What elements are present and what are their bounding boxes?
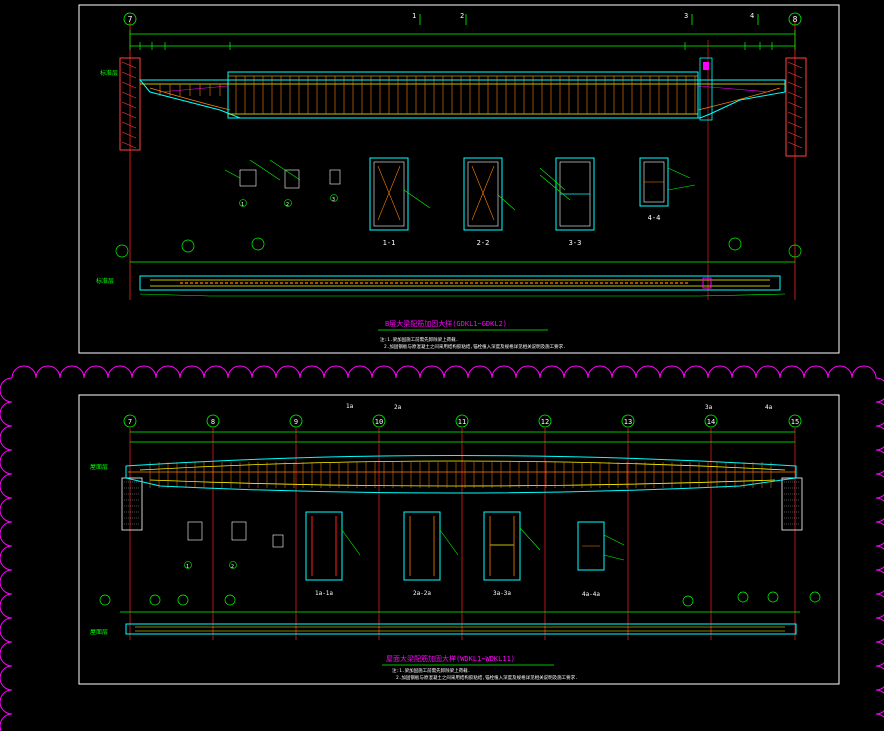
level-label: 标准层 bbox=[100, 69, 118, 77]
axis-bubble bbox=[372, 414, 386, 428]
axis-bubble bbox=[704, 414, 718, 428]
top-panel: 7 8 1 2 3 4 bbox=[78, 4, 840, 354]
section-mark: 2a bbox=[394, 404, 402, 411]
section-1a: 1a-1a bbox=[305, 511, 361, 597]
axis-bubble bbox=[206, 414, 220, 428]
section-3: 3-3 bbox=[539, 157, 595, 247]
axis-label: 15 bbox=[791, 418, 799, 426]
axis-label: 12 bbox=[541, 418, 549, 426]
note-line: 2.加固钢板与原混凝土之间采用结构胶粘结,锚栓植入深度及规格详见相关说明及施工要… bbox=[396, 674, 578, 681]
section-label: 2a-2a bbox=[413, 590, 431, 597]
section-mark: 1 bbox=[412, 12, 416, 20]
detail-label: 2 bbox=[231, 564, 234, 570]
section-3a: 3a-3a bbox=[483, 511, 541, 597]
axis-bubble bbox=[123, 414, 137, 428]
section-4a: 4a-4a bbox=[577, 521, 625, 598]
axis-label: 11 bbox=[458, 418, 466, 426]
beam-plan bbox=[120, 611, 800, 635]
section-mark: 4a bbox=[765, 404, 773, 411]
axis-label: 14 bbox=[707, 418, 715, 426]
bottom-panel-frame bbox=[78, 394, 840, 685]
wall-right bbox=[785, 57, 807, 157]
section-1: 1-1 bbox=[369, 157, 431, 247]
note-line: 2.加固钢板与原混凝土之间采用结构胶粘结,锚栓植入深度及规格详见相关说明及施工要… bbox=[384, 343, 566, 350]
axis-label: 7 bbox=[128, 418, 132, 426]
section-label: 3a-3a bbox=[493, 590, 511, 597]
beam-elevation bbox=[138, 71, 786, 119]
section-mark: 4 bbox=[750, 12, 754, 20]
axis-label: 10 bbox=[375, 418, 383, 426]
axis-label: 7 bbox=[128, 15, 133, 24]
axis-bubble bbox=[621, 414, 635, 428]
level-label: 标准层 bbox=[96, 277, 114, 285]
axis-label: 8 bbox=[211, 418, 215, 426]
axis-bubble: 7 bbox=[123, 12, 137, 26]
section-2a: 2a-2a bbox=[403, 511, 459, 597]
top-panel-frame bbox=[78, 4, 840, 354]
axis-label: 8 bbox=[793, 15, 798, 24]
level-label: 屋面层 bbox=[90, 629, 108, 636]
section-label: 4-4 bbox=[648, 214, 661, 222]
axis-label: 9 bbox=[294, 418, 298, 426]
note-line: 注:1.梁加固施工前需先卸除梁上荷载. bbox=[380, 336, 458, 343]
note-line: 注:1.梁加固施工前需先卸除梁上荷载. bbox=[392, 667, 470, 674]
axis-bubble: 8 bbox=[788, 12, 802, 26]
section-mark: 3a bbox=[705, 404, 713, 411]
column-left bbox=[121, 477, 143, 531]
axis-label: 13 bbox=[624, 418, 632, 426]
section-4: 4-4 bbox=[639, 157, 696, 222]
axis-bubble bbox=[788, 414, 802, 428]
detail-label: 1 bbox=[186, 564, 189, 570]
section-label: 2-2 bbox=[477, 239, 490, 247]
column-right bbox=[781, 477, 803, 531]
beam-elevation bbox=[125, 455, 797, 494]
section-mark: 2 bbox=[460, 12, 464, 20]
wall-left bbox=[119, 57, 141, 151]
detail-label: 3 bbox=[332, 197, 335, 203]
detail-label: 2 bbox=[286, 202, 289, 208]
section-label: 1-1 bbox=[383, 239, 396, 247]
section-mark: 3 bbox=[684, 12, 688, 20]
section-mark: 1a bbox=[346, 403, 354, 410]
level-label: 屋面层 bbox=[90, 464, 108, 471]
bottom-panel: 7 8 9 10 11 12 13 14 15 1a 2a 3a 4a 屋面层 1 2 bbox=[78, 394, 840, 685]
detail-label: 1 bbox=[241, 202, 244, 208]
section-label: 3-3 bbox=[569, 239, 582, 247]
section-label: 4a-4a bbox=[582, 591, 600, 598]
beam-plan bbox=[130, 261, 795, 297]
axis-bubble bbox=[289, 414, 303, 428]
stirrup-group bbox=[149, 462, 772, 488]
stirrup-group bbox=[159, 76, 696, 114]
drawing-title: 屋面大梁配筋加固大样(WDKL1~WDKL11) bbox=[386, 654, 515, 663]
axis-bubble bbox=[538, 414, 552, 428]
drawing-title: B层大梁配筋加固大样(GDKL1~GDKL2) bbox=[385, 319, 507, 328]
section-2: 2-2 bbox=[463, 157, 516, 247]
axis-bubble bbox=[455, 414, 469, 428]
revision-cloud bbox=[0, 365, 884, 731]
section-label: 1a-1a bbox=[315, 590, 333, 597]
